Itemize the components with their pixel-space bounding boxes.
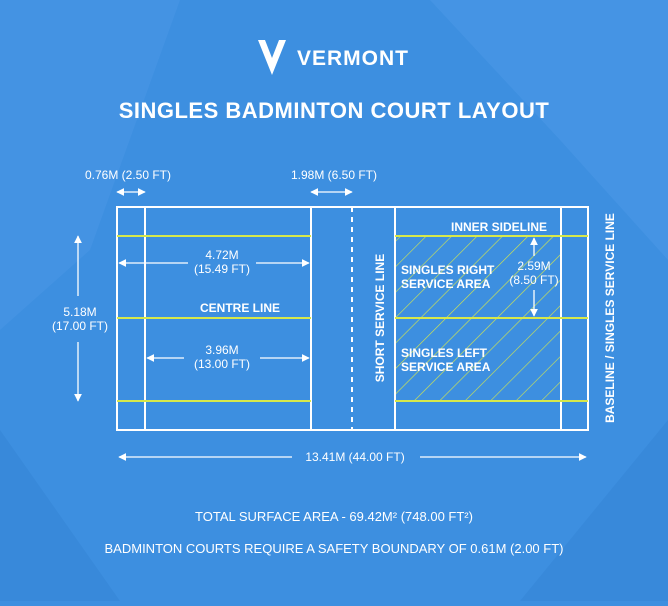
singles-right-service-area: [395, 236, 561, 318]
singles-lines: [117, 235, 588, 402]
court-width-imperial: (17.00 FT): [52, 319, 108, 333]
singles-left-service-area: [395, 318, 561, 401]
service-length-imperial: (13.00 FT): [194, 357, 250, 371]
centre-line-label: CENTRE LINE: [200, 301, 280, 315]
service-width-imperial: (8.50 FT): [509, 273, 558, 287]
service-length-metric: 3.96M: [205, 343, 238, 357]
short-service-line-label: SHORT SERVICE LINE: [373, 254, 387, 382]
right-area-label-line1: SINGLES RIGHT: [401, 263, 495, 277]
half-length-metric: 4.72M: [205, 248, 238, 262]
right-area-label-line2: SERVICE AREA: [401, 277, 491, 291]
safety-boundary-note: BADMINTON COURTS REQUIRE A SAFETY BOUNDA…: [105, 541, 564, 556]
short-service-distance-label: 1.98M (6.50 FT): [291, 168, 377, 182]
surface-area-note: TOTAL SURFACE AREA - 69.42M² (748.00 FT²…: [195, 509, 473, 524]
court-length-label: 13.41M (44.00 FT): [305, 450, 404, 464]
brand-name: VERMONT: [297, 47, 409, 70]
v-chevron-logo-icon: [258, 40, 286, 75]
half-length-imperial: (15.49 FT): [194, 262, 250, 276]
inner-sideline-label: INNER SIDELINE: [451, 220, 547, 234]
court-width-metric: 5.18M: [63, 305, 96, 319]
left-area-label-line2: SERVICE AREA: [401, 360, 491, 374]
baseline-label: BASELINE / SINGLES SERVICE LINE: [603, 213, 617, 423]
page-title: SINGLES BADMINTON COURT LAYOUT: [119, 98, 550, 123]
service-width-metric: 2.59M: [517, 259, 550, 273]
doubles-service-label: 0.76M (2.50 FT): [85, 168, 171, 182]
left-area-label-line1: SINGLES LEFT: [401, 346, 488, 360]
